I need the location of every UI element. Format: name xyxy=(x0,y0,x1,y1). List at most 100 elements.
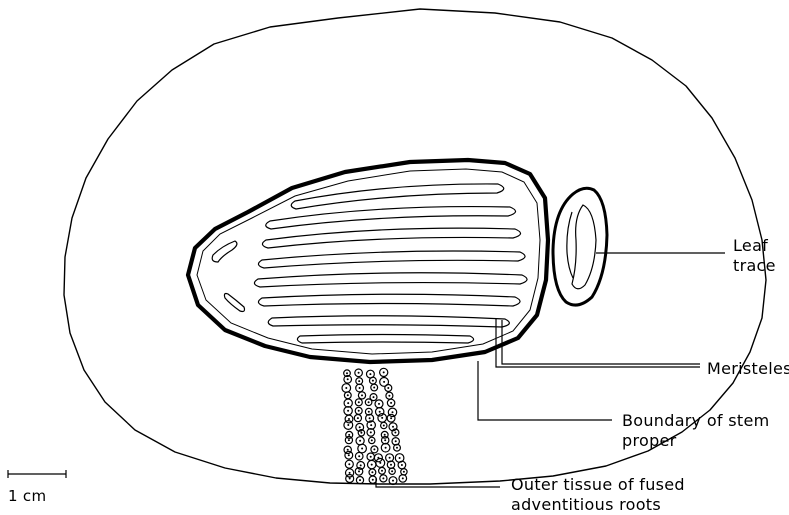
root-stele xyxy=(347,449,349,451)
root-stele xyxy=(391,470,393,472)
leader-lines xyxy=(376,253,725,487)
root-stele xyxy=(357,417,359,419)
root-stele xyxy=(348,418,350,420)
root-stele xyxy=(359,387,361,389)
label-outer-tissue: Outer tissue of fused adventitious roots xyxy=(511,475,685,515)
leaf-trace-inner xyxy=(572,205,596,289)
label-meristeles: Meristeles xyxy=(707,359,789,379)
root-stele xyxy=(379,462,381,464)
root-stele xyxy=(348,434,350,436)
root-stele xyxy=(384,434,386,436)
root-stele xyxy=(358,372,360,374)
meristele xyxy=(268,316,509,327)
label-leaf-trace-line-2: trace xyxy=(733,256,776,276)
root-stele xyxy=(403,471,405,473)
label-boundary-of-stem-proper: Boundary of stem proper xyxy=(622,411,770,451)
root-stele xyxy=(379,411,381,413)
root-stele xyxy=(370,431,372,433)
meristele xyxy=(297,335,473,344)
root-stele xyxy=(348,454,350,456)
root-stele xyxy=(369,373,371,375)
root-stele xyxy=(358,470,360,472)
root-stele xyxy=(401,464,403,466)
root-stele xyxy=(359,426,361,428)
root-stele xyxy=(383,381,385,383)
root-stele xyxy=(371,439,373,441)
root-stele xyxy=(390,464,392,466)
scale-bar-label: 1 cm xyxy=(8,486,46,506)
root-stele xyxy=(388,395,390,397)
root-stele xyxy=(381,470,383,472)
root-stele xyxy=(360,464,362,466)
leader-line-meristeles-2 xyxy=(502,320,700,364)
meristele xyxy=(262,228,520,248)
root-stele xyxy=(347,410,349,412)
root-stele xyxy=(358,455,360,457)
root-stele xyxy=(358,380,360,382)
root-stele xyxy=(378,403,380,405)
root-stele xyxy=(372,479,374,481)
leaf-trace-outer xyxy=(553,188,607,305)
root-stele xyxy=(359,440,361,442)
root-stele xyxy=(389,457,391,459)
label-outer-tissue-line-1: Outer tissue of fused xyxy=(511,475,685,495)
root-stele xyxy=(396,447,398,449)
root-stele xyxy=(361,394,363,396)
meristele xyxy=(258,251,525,268)
root-stele xyxy=(346,372,348,374)
root-stele xyxy=(347,378,349,380)
root-stele xyxy=(392,411,394,413)
root-stele xyxy=(390,417,392,419)
root-stele xyxy=(358,410,360,412)
root-stele xyxy=(368,411,370,413)
leaf-trace xyxy=(553,188,607,305)
root-stele xyxy=(382,477,384,479)
root-stele xyxy=(373,387,375,389)
leader-line-boundary xyxy=(478,361,612,420)
root-stele xyxy=(347,424,349,426)
root-stele xyxy=(395,440,397,442)
leader-line-outer-tissue xyxy=(376,478,500,487)
root-stele xyxy=(370,456,372,458)
root-stele xyxy=(371,471,373,473)
meristele-small xyxy=(224,294,244,312)
root-stele xyxy=(370,424,372,426)
root-stele xyxy=(358,401,360,403)
root-stele xyxy=(369,417,371,419)
root-stele xyxy=(384,439,386,441)
meristele xyxy=(266,207,516,229)
label-boundary-line-2: proper xyxy=(622,431,770,451)
meristele xyxy=(258,294,520,306)
root-stele xyxy=(372,380,374,382)
root-stele xyxy=(347,394,349,396)
root-stele xyxy=(394,432,396,434)
root-stele xyxy=(392,480,394,482)
root-stele xyxy=(360,432,362,434)
scale-bar xyxy=(8,470,66,478)
root-stele xyxy=(361,448,363,450)
root-stele xyxy=(368,401,370,403)
label-leaf-trace: Leaf trace xyxy=(733,236,776,276)
root-stele xyxy=(347,402,349,404)
root-stele xyxy=(387,387,389,389)
root-stele xyxy=(373,448,375,450)
label-leaf-trace-line-1: Leaf xyxy=(733,236,776,256)
root-stele xyxy=(349,478,351,480)
root-stele xyxy=(349,472,351,474)
root-stele xyxy=(383,371,385,373)
root-stele xyxy=(345,387,347,389)
root-stele xyxy=(383,425,385,427)
root-stele xyxy=(399,457,401,459)
meristele-small xyxy=(212,241,237,262)
root-stele xyxy=(381,417,383,419)
label-boundary-line-1: Boundary of stem xyxy=(622,411,770,431)
meristele xyxy=(254,273,527,287)
root-stele xyxy=(373,396,375,398)
root-stele xyxy=(348,463,350,465)
root-stele xyxy=(371,464,373,466)
root-stele xyxy=(402,477,404,479)
root-stele xyxy=(348,439,350,441)
root-stele xyxy=(359,479,361,481)
fused-adventitious-roots xyxy=(342,368,407,484)
label-outer-tissue-line-2: adventitious roots xyxy=(511,495,685,515)
